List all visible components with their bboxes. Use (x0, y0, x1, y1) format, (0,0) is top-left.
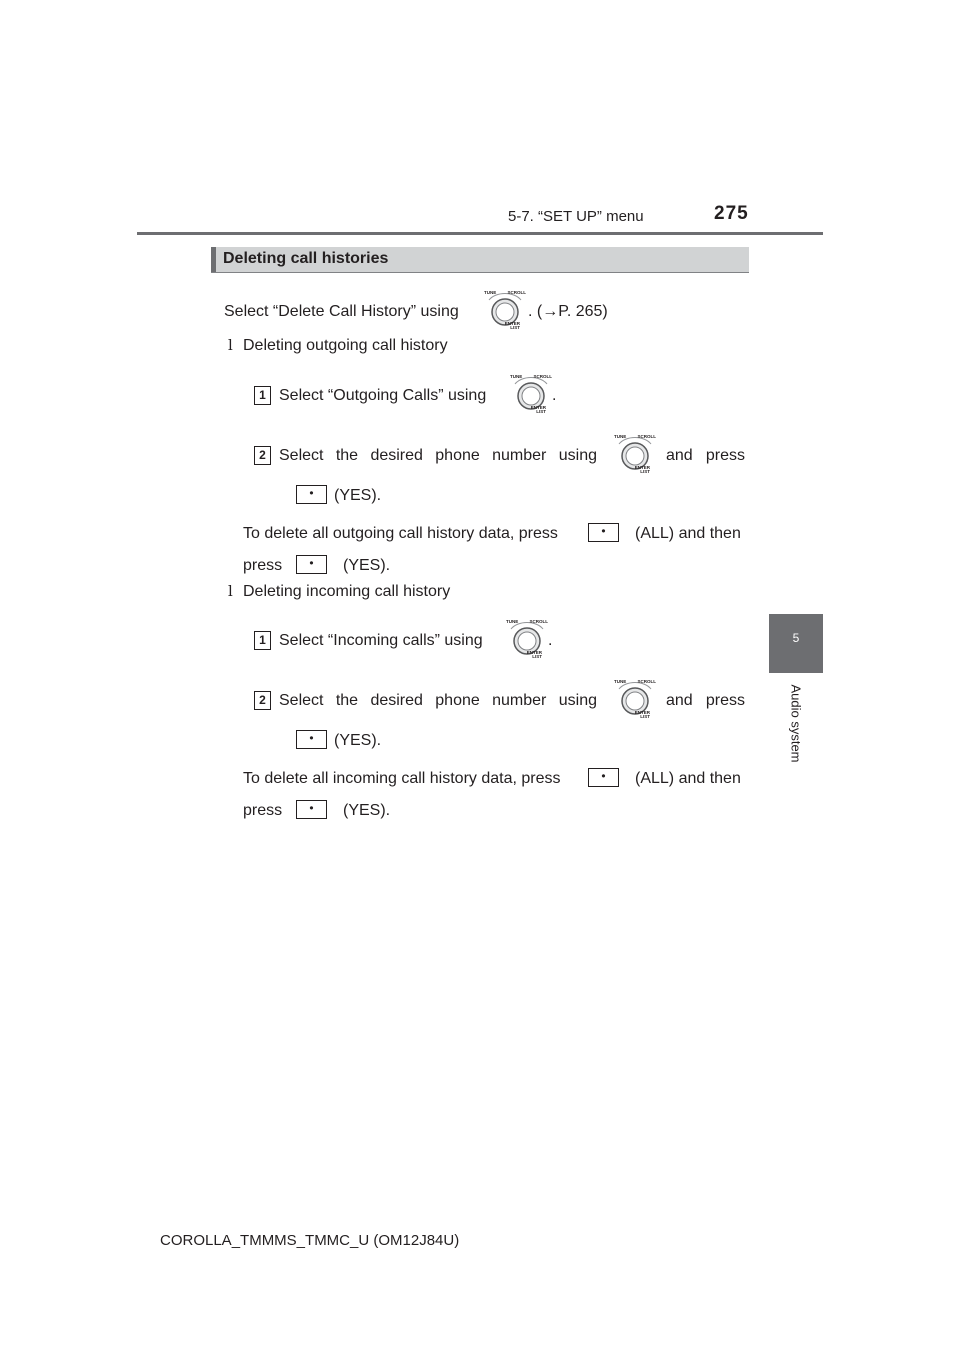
outgoing-note-press: press (243, 557, 283, 574)
outgoing-note-text: To delete all outgoing call history data… (243, 525, 558, 542)
incoming-step1-text: Select “Incoming calls” using (279, 632, 483, 649)
outgoing-step2-text: Select the desired phone number using (279, 447, 597, 464)
incoming-note-all: (ALL) and then (635, 770, 741, 787)
chapter-number: 5 (792, 631, 800, 645)
knob-label-tune: TUNE (484, 290, 496, 295)
yes-button-icon: • (296, 485, 327, 504)
knob-arc (514, 376, 548, 385)
knob-arc (618, 681, 652, 690)
all-button-icon: • (588, 768, 619, 787)
knob-label-tune: TUNE (506, 619, 518, 624)
incoming-note-text: To delete all incoming call history data… (243, 770, 561, 787)
outgoing-step2-yes: (YES). (334, 487, 382, 504)
knob-label-scroll: SCROLL (534, 374, 553, 379)
knob-label-enter: ENTER (531, 405, 547, 410)
knob-label-scroll: SCROLL (638, 679, 657, 684)
knob-label-list: LIST (640, 714, 650, 719)
chapter-title: Audio system (788, 684, 804, 763)
knob-label-enter: ENTER (635, 465, 651, 470)
incoming-step2-press: and press (666, 692, 745, 709)
incoming-note-yes: (YES). (343, 802, 391, 819)
knob-label-scroll: SCROLL (508, 290, 527, 295)
yes-button-icon: • (296, 730, 327, 749)
outgoing-note-yes: (YES). (343, 557, 391, 574)
knob-arc (510, 621, 544, 630)
heading-underline (211, 272, 749, 273)
incoming-step2-text: Select the desired phone number using (279, 692, 597, 709)
knob-label-scroll: SCROLL (530, 619, 549, 624)
knob-label-enter: ENTER (527, 650, 543, 655)
knob-label-tune: TUNE (614, 679, 626, 684)
header-rule (137, 232, 823, 235)
knob-label-enter: ENTER (635, 710, 651, 715)
outgoing-step1-text: Select “Outgoing Calls” using (279, 387, 487, 404)
incoming-step1-period: . (548, 632, 553, 649)
section-heading: Deleting call histories (211, 247, 749, 272)
knob-inner-face (521, 386, 541, 406)
yes-button-icon: • (296, 800, 327, 819)
knob-label-scroll: SCROLL (638, 434, 657, 439)
chapter-tab: 5 (769, 614, 823, 673)
outgoing-note-all: (ALL) and then (635, 525, 741, 542)
outgoing-title: Deleting outgoing call history (243, 337, 448, 354)
heading-text: Deleting call histories (223, 250, 389, 267)
knob-label-list: LIST (532, 654, 542, 659)
document-footer: COROLLA_TMMMS_TMMC_U (OM12J84U) (160, 1232, 460, 1249)
bullet-icon: l (228, 582, 233, 600)
bullet-icon: l (228, 336, 233, 354)
knob-label-list: LIST (536, 409, 546, 414)
knob-label-tune: TUNE (510, 374, 522, 379)
step-badge: 1 (254, 386, 271, 405)
knob-label-list: LIST (640, 469, 650, 474)
knob-inner-face (495, 302, 515, 322)
header-section-title: 5-7. “SET UP” menu (508, 208, 644, 225)
knob-arc (618, 436, 652, 445)
outgoing-step2-press: and press (666, 447, 745, 464)
knob-label-list: LIST (510, 325, 520, 330)
yes-button-icon: • (296, 555, 327, 574)
step-badge: 2 (254, 691, 271, 710)
intro-text: Select “Delete Call History” using (224, 303, 459, 320)
step-badge: 2 (254, 446, 271, 465)
incoming-note-press: press (243, 802, 283, 819)
knob-inner-face (517, 631, 537, 651)
knob-arc (488, 292, 522, 301)
knob-inner-face (625, 446, 645, 466)
step-badge: 1 (254, 631, 271, 650)
knob-label-enter: ENTER (505, 321, 521, 326)
incoming-title: Deleting incoming call history (243, 583, 451, 600)
heading-accent-bar (211, 247, 216, 272)
outgoing-step1-period: . (552, 387, 557, 404)
knob-inner-face (625, 691, 645, 711)
page-number: 275 (714, 203, 749, 224)
knob-label-tune: TUNE (614, 434, 626, 439)
incoming-step2-yes: (YES). (334, 732, 382, 749)
all-button-icon: • (588, 523, 619, 542)
intro-reference: . (→P. 265) (528, 303, 608, 320)
